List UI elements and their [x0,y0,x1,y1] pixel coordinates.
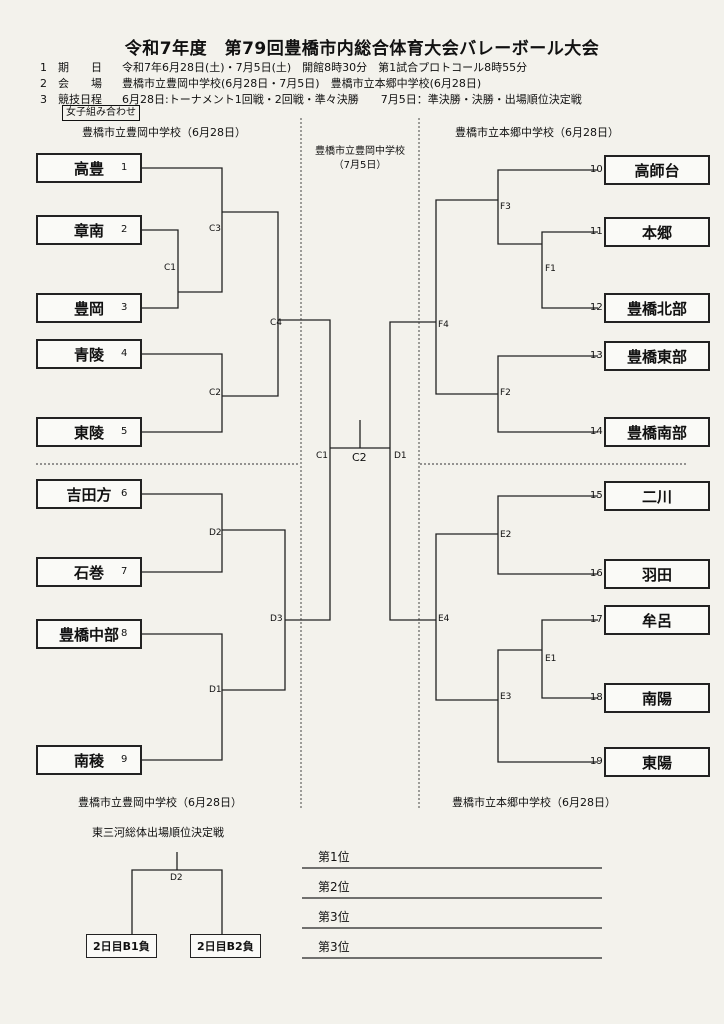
team-left-7: 石巻 [36,557,142,587]
placement-slot-left: 2日目B1負 [86,934,157,958]
seed-left-7: 7 [121,566,128,577]
match-label-e2: E2 [500,530,512,540]
seed-left-1: 1 [121,162,128,173]
team-left-4: 青陵 [36,339,142,369]
match-label-f1: F1 [545,264,556,274]
seed-right-15: 15 [590,490,603,501]
rank-2: 第2位 [318,880,350,894]
match-label-e4: E4 [438,614,450,624]
team-left-1: 高豊 [36,153,142,183]
info-date-text: 令和7年6月28日(土)・7月5日(土) 開館8時30分 第1試合プロトコール8… [122,61,528,74]
team-left-9: 南稜 [36,745,142,775]
team-right-19: 東陽 [604,747,710,777]
team-left-6: 吉田方 [36,479,142,509]
placement-slot-right: 2日目B2負 [190,934,261,958]
venue-right-bottom: 豊橋市立本郷中学校（6月28日） [452,796,616,809]
category-tag: 女子組み合わせ [62,105,140,121]
match-label-f4: F4 [438,320,449,330]
info-schedule: 3 競技日程 6月28日:トーナメント1回戦・2回戦・準々決勝 7月5日：準決勝・… [40,91,582,107]
seed-right-16: 16 [590,568,603,579]
seed-right-13: 13 [590,350,603,361]
seed-right-18: 18 [590,692,603,703]
seed-left-9: 9 [121,754,128,765]
venue-left-top: 豊橋市立豊岡中学校（6月28日） [82,126,246,139]
info-schedule-text: 6月28日:トーナメント1回戦・2回戦・準々決勝 7月5日：準決勝・決勝・出場順… [122,93,582,106]
seed-left-4: 4 [121,348,128,359]
match-label-d2: D2 [209,528,222,538]
match-label-c1: C1 [164,263,177,273]
seed-left-3: 3 [121,302,128,313]
rank-1: 第1位 [318,850,350,864]
rank-3b: 第3位 [318,940,350,954]
team-right-11: 本郷 [604,217,710,247]
match-label-e1: E1 [545,654,557,664]
match-label-f2: F2 [500,388,511,398]
match-label-sf-left: C1 [316,451,329,461]
venue-left-bottom: 豊橋市立豊岡中学校（6月28日） [78,796,242,809]
team-right-10: 高師台 [604,155,710,185]
team-right-15: 二川 [604,481,710,511]
info-venue-text: 豊橋市立豊岡中学校(6月28日・7月5日) 豊橋市立本郷中学校(6月28日) [122,77,482,90]
rank-3a: 第3位 [318,910,350,924]
info-date-label: 1 期 日 [40,61,102,74]
page-title: 令和7年度 第79回豊橋市内総合体育大会バレーボール大会 [124,39,600,59]
team-left-8: 豊橋中部 [36,619,142,649]
venue-center-date: （7月5日） [333,160,387,171]
match-label-f3: F3 [500,202,511,212]
match-label-c2: C2 [209,388,222,398]
match-label-d3: D3 [270,614,283,624]
info-venue-label: 2 会 場 [40,77,102,90]
team-right-12: 豊橋北部 [604,293,710,323]
seed-right-19: 19 [590,756,603,767]
match-label-final: C2 [352,451,367,464]
match-label-c3: C3 [209,224,222,234]
placement-title: 東三河総体出場順位決定戦 [92,826,224,839]
seed-right-11: 11 [590,226,603,237]
seed-left-8: 8 [121,628,128,639]
seed-left-2: 2 [121,224,128,235]
info-venue: 2 会 場 豊橋市立豊岡中学校(6月28日・7月5日) 豊橋市立本郷中学校(6月2… [40,75,481,91]
team-left-3: 豊岡 [36,293,142,323]
seed-right-10: 10 [590,164,603,175]
team-left-5: 東陵 [36,417,142,447]
seed-right-14: 14 [590,426,603,437]
info-date: 1 期 日 令和7年6月28日(土)・7月5日(土) 開館8時30分 第1試合プロ… [40,59,527,75]
match-label-e3: E3 [500,692,512,702]
team-right-17: 牟呂 [604,605,710,635]
seed-left-5: 5 [121,426,128,437]
team-right-14: 豊橋南部 [604,417,710,447]
match-label-c4: C4 [270,318,283,328]
seed-left-6: 6 [121,488,128,499]
match-label-sf-right: D1 [394,451,407,461]
match-label-d1: D1 [209,685,222,695]
seed-right-12: 12 [590,302,603,313]
seed-right-17: 17 [590,614,603,625]
team-right-18: 南陽 [604,683,710,713]
venue-right-top: 豊橋市立本郷中学校（6月28日） [455,126,619,139]
placement-match-label: D2 [170,873,183,883]
team-left-2: 章南 [36,215,142,245]
team-right-16: 羽田 [604,559,710,589]
info-schedule-label: 3 競技日程 [40,93,102,106]
team-right-13: 豊橋東部 [604,341,710,371]
venue-center: 豊橋市立豊岡中学校 [315,146,405,157]
